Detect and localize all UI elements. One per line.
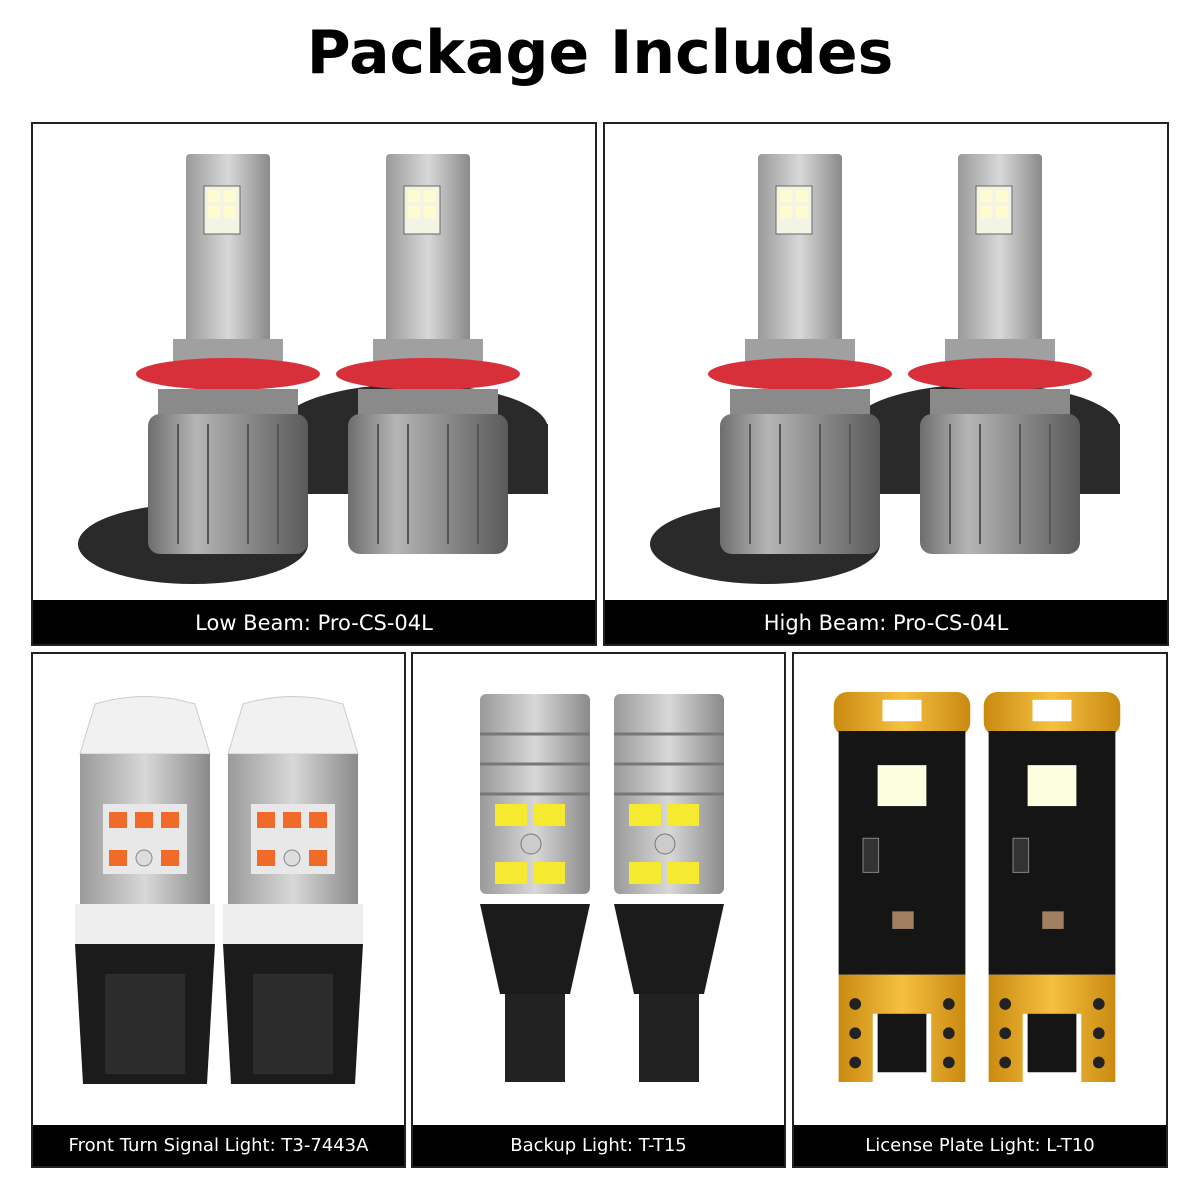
turn-signal-bulbs-image [75, 696, 363, 1084]
panel-license-plate-light: License Plate Light: L-T10 [792, 652, 1168, 1168]
backup-light-label: Backup Light: T-T15 [413, 1125, 784, 1166]
high-beam-bulbs-image [650, 154, 1120, 584]
panel-backup-light: Backup Light: T-T15 [411, 652, 786, 1168]
low-beam-label: Low Beam: Pro-CS-04L [33, 600, 595, 644]
license-plate-bulbs-image [833, 692, 1121, 1082]
page-title: Package Includes [306, 18, 894, 88]
backup-light-bulbs-image [478, 694, 726, 1084]
low-beam-bulbs-image [78, 154, 548, 584]
panel-high-beam: High Beam: Pro-CS-04L [603, 122, 1169, 646]
high-beam-label: High Beam: Pro-CS-04L [605, 600, 1167, 644]
license-plate-label: License Plate Light: L-T10 [794, 1125, 1166, 1166]
panel-low-beam: Low Beam: Pro-CS-04L [31, 122, 597, 646]
turn-signal-label: Front Turn Signal Light: T3-7443A [33, 1125, 404, 1166]
panel-front-turn-signal: Front Turn Signal Light: T3-7443A [31, 652, 406, 1168]
